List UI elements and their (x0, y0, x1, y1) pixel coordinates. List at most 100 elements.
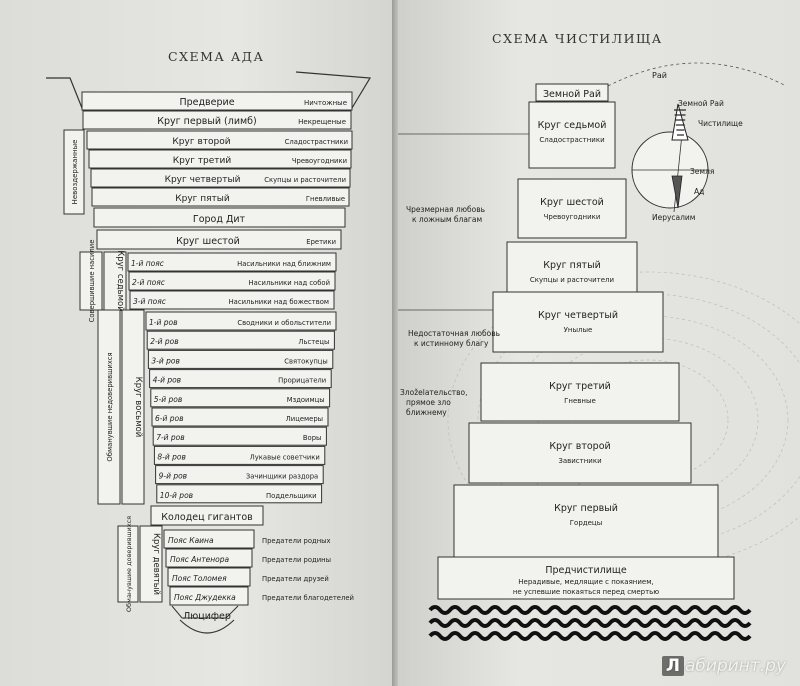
hell-row (167, 567, 251, 587)
cosmos-earthly-paradise-label: Земной Рай (678, 99, 724, 108)
hell-row (153, 445, 326, 465)
hell-row-index: 10-й ров (160, 491, 193, 500)
hell-row-note: Предатели благодетелей (262, 594, 354, 602)
antepurgatory-box (437, 556, 735, 600)
hell-row (127, 252, 337, 272)
paradise-arc (607, 62, 787, 87)
circle-label-box (121, 309, 145, 505)
hell-row-index: 1-й ров (149, 318, 178, 327)
earthly-paradise-box (535, 83, 609, 102)
hell-row (145, 311, 337, 331)
water-wave (428, 618, 752, 628)
purgatory-tier (468, 422, 692, 484)
purgatory-tier (480, 362, 680, 422)
cosmos-hell-label: Ад (694, 187, 704, 196)
hell-row-note: Лукавые советчики (250, 453, 320, 461)
group-bracket (117, 525, 139, 603)
group-label: Невоздержанные (71, 140, 79, 205)
side-label: Недостаточная любовь (408, 329, 500, 338)
hell-row-note: Зачинщики раздора (246, 473, 318, 481)
hell-row-note: Сводники и обольстители (237, 319, 331, 327)
hell-row (152, 426, 327, 446)
bg-ring (447, 271, 800, 569)
book-spine (392, 0, 398, 686)
purgatory-tier (506, 241, 638, 301)
hell-row-index: 5-й ров (154, 395, 183, 404)
side-label: прямое зло (406, 398, 451, 407)
hell-row (149, 369, 332, 389)
hell-row (169, 586, 249, 606)
water-wave (428, 605, 752, 615)
funnel-tip (179, 619, 235, 634)
hell-row-name: Предверие (179, 97, 234, 108)
hell-row (150, 388, 331, 408)
hell-row-note: Предатели родины (262, 556, 331, 564)
side-label: ближнему (406, 408, 447, 417)
circle-label: Круг седьмой (115, 250, 125, 312)
hell-row-index: 3-й пояс (133, 297, 167, 306)
funnel-rim-left (46, 77, 83, 109)
tier-note: Скупцы и расточители (530, 276, 614, 284)
watermark-text: абиринт.ру (684, 656, 786, 676)
hell-row-index: 3-й ров (151, 356, 180, 365)
well-row (150, 505, 264, 526)
funnel-rim-right (295, 71, 372, 109)
tier-note: Гневные (564, 397, 596, 405)
hell-row-index: Пояс Толомея (172, 574, 227, 583)
hell-row-note: Предатели друзей (262, 575, 329, 583)
funnel-bottom (171, 605, 239, 619)
tier-name: Круг второй (549, 441, 610, 452)
hell-row-note: Мздоимцы (287, 396, 325, 404)
hell-row-note: Предатели родных (262, 537, 331, 545)
hell-row-name: Круг четвертый (165, 175, 241, 185)
hell-row-name: Круг шестой (176, 236, 240, 247)
hell-row (147, 349, 334, 369)
hell-row-index: 2-й ров (150, 337, 179, 346)
hell-row-index: 9-й ров (159, 472, 188, 481)
hell-row-note: Еретики (306, 238, 336, 246)
hell-row (129, 290, 335, 310)
side-label: к истинному благу (414, 339, 489, 348)
hell-title: СХЕМА АДА (168, 49, 265, 64)
hell-row (81, 91, 353, 111)
hell-row-index: 6-й ров (155, 414, 184, 423)
hell-row-name: Круг третий (173, 156, 232, 166)
hell-row-index: 7-й ров (156, 433, 185, 442)
hell-row (82, 110, 352, 130)
hell-row-note: Гневливые (306, 195, 345, 203)
tier-note: Гордецы (570, 519, 602, 527)
hell-row-index: 8-й ров (157, 452, 186, 461)
tier-note: Завистники (558, 457, 601, 465)
hell-row (91, 187, 350, 207)
hell-row-index: 2-й пояс (132, 278, 166, 287)
hell-row (86, 130, 353, 150)
purgatory-tier (528, 101, 616, 169)
hell-row (90, 168, 351, 188)
side-label: Злоželательство, (400, 388, 468, 397)
hell-row-note: Насильники над ближним (237, 260, 331, 268)
hell-row-index: Пояс Джудекка (174, 593, 236, 602)
group-label: Обманувшие недоверившихся (106, 352, 114, 461)
hell-row-note: Скупцы и расточители (264, 176, 346, 184)
hell-row-note: Поддельщики (266, 492, 317, 500)
hell-row-name: Круг первый (лимб) (157, 116, 256, 127)
antepurgatory-name: Предчистилище (545, 565, 626, 576)
cosmos-hell-cone (671, 175, 683, 209)
group-label: Совершившие насилие (88, 240, 96, 323)
purgatory-title: СХЕМА ЧИСТИЛИЩА (492, 31, 663, 46)
antepurgatory-note: не успевшие покаяться перед смертью (513, 588, 659, 596)
tier-name: Круг четвертый (538, 310, 618, 321)
hell-row-note: Лицемеры (286, 415, 323, 423)
hell-row-note: Ничтожные (304, 99, 347, 107)
well-name: Колодец гигантов (161, 512, 253, 523)
hell-row-index: 1-й пояс (131, 259, 165, 268)
cosmos-axis (673, 133, 683, 213)
tier-name: Круг пятый (543, 260, 601, 271)
watermark-logo: Л (661, 656, 684, 676)
earthly-paradise-label: Земной Рай (543, 89, 601, 100)
group-bracket (79, 251, 103, 311)
hell-row-name: Круг пятый (175, 194, 230, 204)
